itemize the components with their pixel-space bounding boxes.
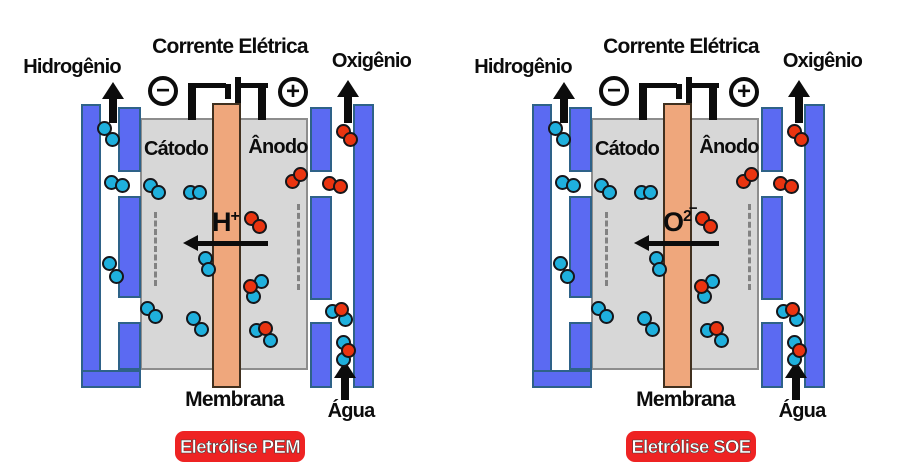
ion-label: O2− (663, 200, 698, 237)
anode-plate-inner-top (761, 107, 783, 172)
soe-type-badge: Eletrólise SOE (626, 431, 756, 462)
cathode-dashed-line (154, 212, 157, 286)
cathode-plate-foot (532, 370, 592, 388)
circuit-wire (639, 83, 677, 88)
circuit-wire (692, 83, 719, 88)
hydrogen-molecule-dot (552, 255, 568, 271)
circuit-wire (639, 83, 647, 120)
hydrogen-molecule-dot (775, 303, 791, 319)
water-in-arrow-shaft (792, 375, 800, 400)
hydrogen-molecule-dot (337, 311, 353, 327)
anode-plate-inner-top (310, 107, 332, 172)
minus-terminal-icon: − (599, 76, 629, 106)
ion-flow-arrow-icon (634, 235, 649, 251)
anode-plate-inner-bottom (761, 322, 783, 388)
current-label: Corrente Elétrica (152, 35, 308, 58)
oxygen-molecule-dot (783, 178, 799, 194)
circuit-wire (188, 83, 226, 88)
water-label: Água (327, 400, 376, 422)
anode-plate-inner-bottom (310, 322, 332, 388)
oxygen-molecule-dot (786, 123, 802, 139)
current-label: Corrente Elétrica (603, 35, 759, 58)
oxygen-out-arrow-shaft (795, 95, 803, 123)
cathode-plate-foot (81, 370, 141, 388)
oxygen-molecule-dot (332, 178, 348, 194)
membrane-label: Membrana (636, 388, 735, 411)
cathode-plate-inner-mid (569, 196, 592, 298)
soe-electrolysis-diagram: Corrente Elétrica Hidrogênio Oxigênio − … (451, 0, 900, 470)
hydrogen-molecule-dot (114, 177, 130, 193)
water-label: Água (778, 400, 827, 422)
battery-short-plate-icon (225, 84, 231, 99)
oxygen-out-arrow-shaft (344, 95, 352, 123)
oxygen-out-arrow-icon (337, 80, 359, 97)
anode-plate-outer (804, 104, 825, 388)
hydrogen-out-arrow-shaft (109, 97, 117, 123)
circuit-wire (709, 83, 717, 120)
oxygen-molecule-dot (784, 301, 800, 317)
hydrogen-molecule-dot (554, 174, 570, 190)
ion-flow-arrow-icon (183, 235, 198, 251)
cathode-plate-inner-mid (118, 196, 141, 298)
hydrogen-molecule-dot (788, 311, 804, 327)
oxygen-molecule-dot (333, 301, 349, 317)
circuit-wire (241, 83, 268, 88)
oxygen-molecule-dot (772, 175, 788, 191)
oxygen-molecule-dot (321, 175, 337, 191)
hydrogen-label: Hidrogênio (474, 56, 572, 78)
membrane-label: Membrana (185, 388, 284, 411)
oxygen-molecule-dot (335, 123, 351, 139)
hydrogen-molecule-dot (101, 255, 117, 271)
oxygen-out-arrow-icon (788, 80, 810, 97)
battery-long-plate-icon (686, 77, 692, 105)
cathode-dashed-line (605, 212, 608, 286)
ion-flow-arrow-shaft (648, 241, 719, 246)
hydrogen-label: Hidrogênio (23, 56, 121, 78)
oxygen-label: Oxigênio (782, 50, 863, 72)
ion-flow-arrow-shaft (197, 241, 268, 246)
plus-terminal-icon: + (729, 77, 759, 107)
minus-terminal-icon: − (148, 76, 178, 106)
hydrogen-molecule-dot (786, 334, 802, 350)
battery-long-plate-icon (235, 77, 241, 105)
hydrogen-molecule-dot (324, 303, 340, 319)
cathode-plate-inner-bottom (118, 322, 141, 370)
hydrogen-molecule-dot (565, 177, 581, 193)
battery-short-plate-icon (676, 84, 682, 99)
water-in-arrow-shaft (341, 375, 349, 400)
pem-electrolysis-diagram: Corrente Elétrica Hidrogênio Oxigênio − … (0, 0, 449, 470)
cathode-plate-outer (81, 104, 101, 388)
ion-label: H+ (212, 207, 240, 237)
anode-dashed-line (748, 204, 751, 290)
anode-plate-inner-mid (310, 196, 332, 300)
hydrogen-out-arrow-icon (553, 82, 575, 99)
anode-plate-inner-mid (761, 196, 783, 300)
anode-label: Ânodo (699, 136, 759, 158)
plus-terminal-icon: + (278, 77, 308, 107)
circuit-wire (258, 83, 266, 120)
cathode-label: Cátodo (594, 138, 660, 160)
anode-dashed-line (297, 204, 300, 290)
circuit-wire (188, 83, 196, 120)
cathode-label: Cátodo (143, 138, 209, 160)
hydrogen-out-arrow-icon (102, 82, 124, 99)
anode-label: Ânodo (248, 136, 308, 158)
pem-type-badge: Eletrólise PEM (175, 431, 305, 462)
hydrogen-out-arrow-shaft (560, 97, 568, 123)
anode-plate-outer (353, 104, 374, 388)
oxygen-label: Oxigênio (331, 50, 412, 72)
cathode-plate-outer (532, 104, 552, 388)
cathode-plate-inner-bottom (569, 322, 592, 370)
hydrogen-molecule-dot (335, 334, 351, 350)
hydrogen-molecule-dot (103, 174, 119, 190)
